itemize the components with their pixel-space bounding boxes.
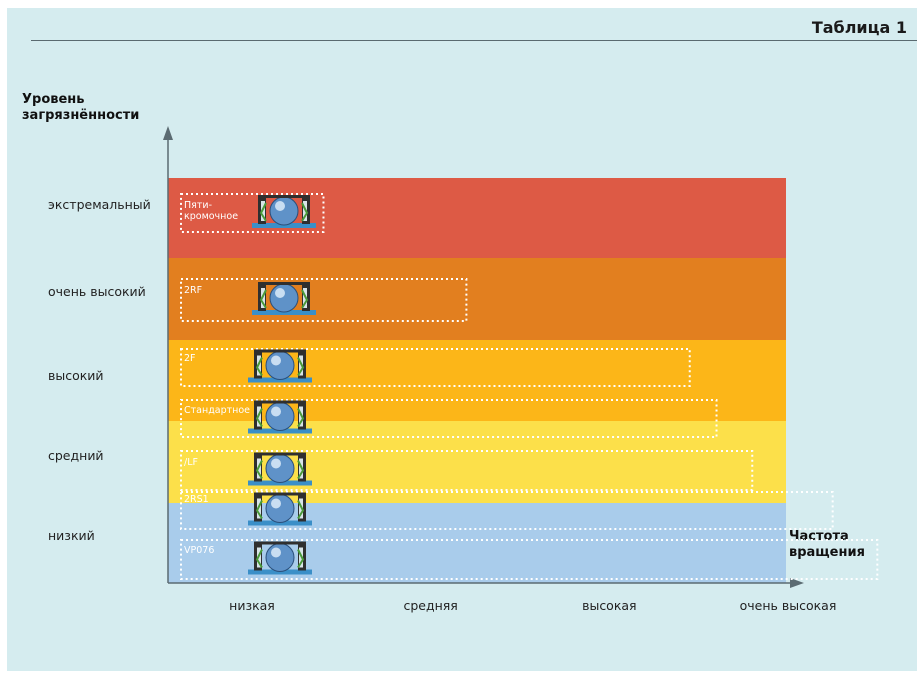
speed-range-box (180, 539, 879, 580)
vp076-seal-bearing-icon (248, 541, 312, 575)
level-band-0 (168, 178, 786, 258)
standard-seal-bearing-icon (248, 400, 312, 434)
seal-type-label: Пяти-кромочное (184, 200, 238, 222)
seal-type-label-line: Пяти- (184, 200, 212, 211)
seal-type-label: VP076 (184, 545, 214, 556)
y-tick-label: низкий (48, 528, 95, 543)
x-tick-label: средняя (403, 598, 458, 613)
five-lip-seal-bearing-icon (252, 195, 316, 228)
2rf-seal-bearing-icon (252, 282, 316, 315)
y-tick-label: очень высокий (48, 284, 146, 299)
seal-type-label-line: 2RF (184, 285, 203, 296)
seal-type-label-line: Стандартное (184, 405, 251, 416)
speed-range-box (180, 491, 834, 530)
y-tick-label: средний (48, 448, 104, 463)
speed-range-box (180, 399, 718, 438)
x-axis-arrow (790, 578, 804, 588)
x-axis-title: Частота вращения (789, 529, 879, 561)
speed-range-box (180, 450, 754, 491)
speed-range-box (180, 193, 325, 233)
table-title: Таблица 1 (811, 18, 907, 37)
x-tick-label: очень высокая (739, 598, 837, 613)
x-axis-title-text: Частота вращения (789, 529, 865, 560)
speed-range-box (180, 278, 468, 322)
speed-range-box (180, 348, 691, 387)
x-tick-label: высокая (582, 598, 637, 613)
y-axis-title-text: Уровень загрязнённости (22, 92, 140, 123)
y-axis-title: Уровень загрязнённости (22, 92, 152, 124)
2f-seal-bearing-icon (248, 349, 312, 383)
seal-type-label: 2RF (184, 285, 202, 296)
seal-type-label: 2RS1 (184, 494, 209, 505)
title-rule (31, 40, 917, 41)
y-tick-label: высокий (48, 368, 104, 383)
seal-type-label: Стандартное (184, 405, 250, 416)
seal-type-label: /LF (184, 457, 198, 468)
seal-type-label-line: кромочное (184, 211, 239, 222)
x-tick-label: низкая (229, 598, 275, 613)
seal-type-label-line: /LF (184, 457, 198, 468)
seal-type-label: 2F (184, 353, 196, 364)
seal-type-label-line: 2F (184, 353, 196, 364)
lf-seal-bearing-icon (248, 452, 312, 486)
seal-type-label-line: VP076 (184, 545, 215, 556)
seal-type-label-line: 2RS1 (184, 494, 209, 505)
y-tick-label: экстремальный (48, 197, 151, 212)
y-axis-arrow (163, 126, 173, 140)
2rs1-seal-bearing-icon (248, 492, 312, 526)
